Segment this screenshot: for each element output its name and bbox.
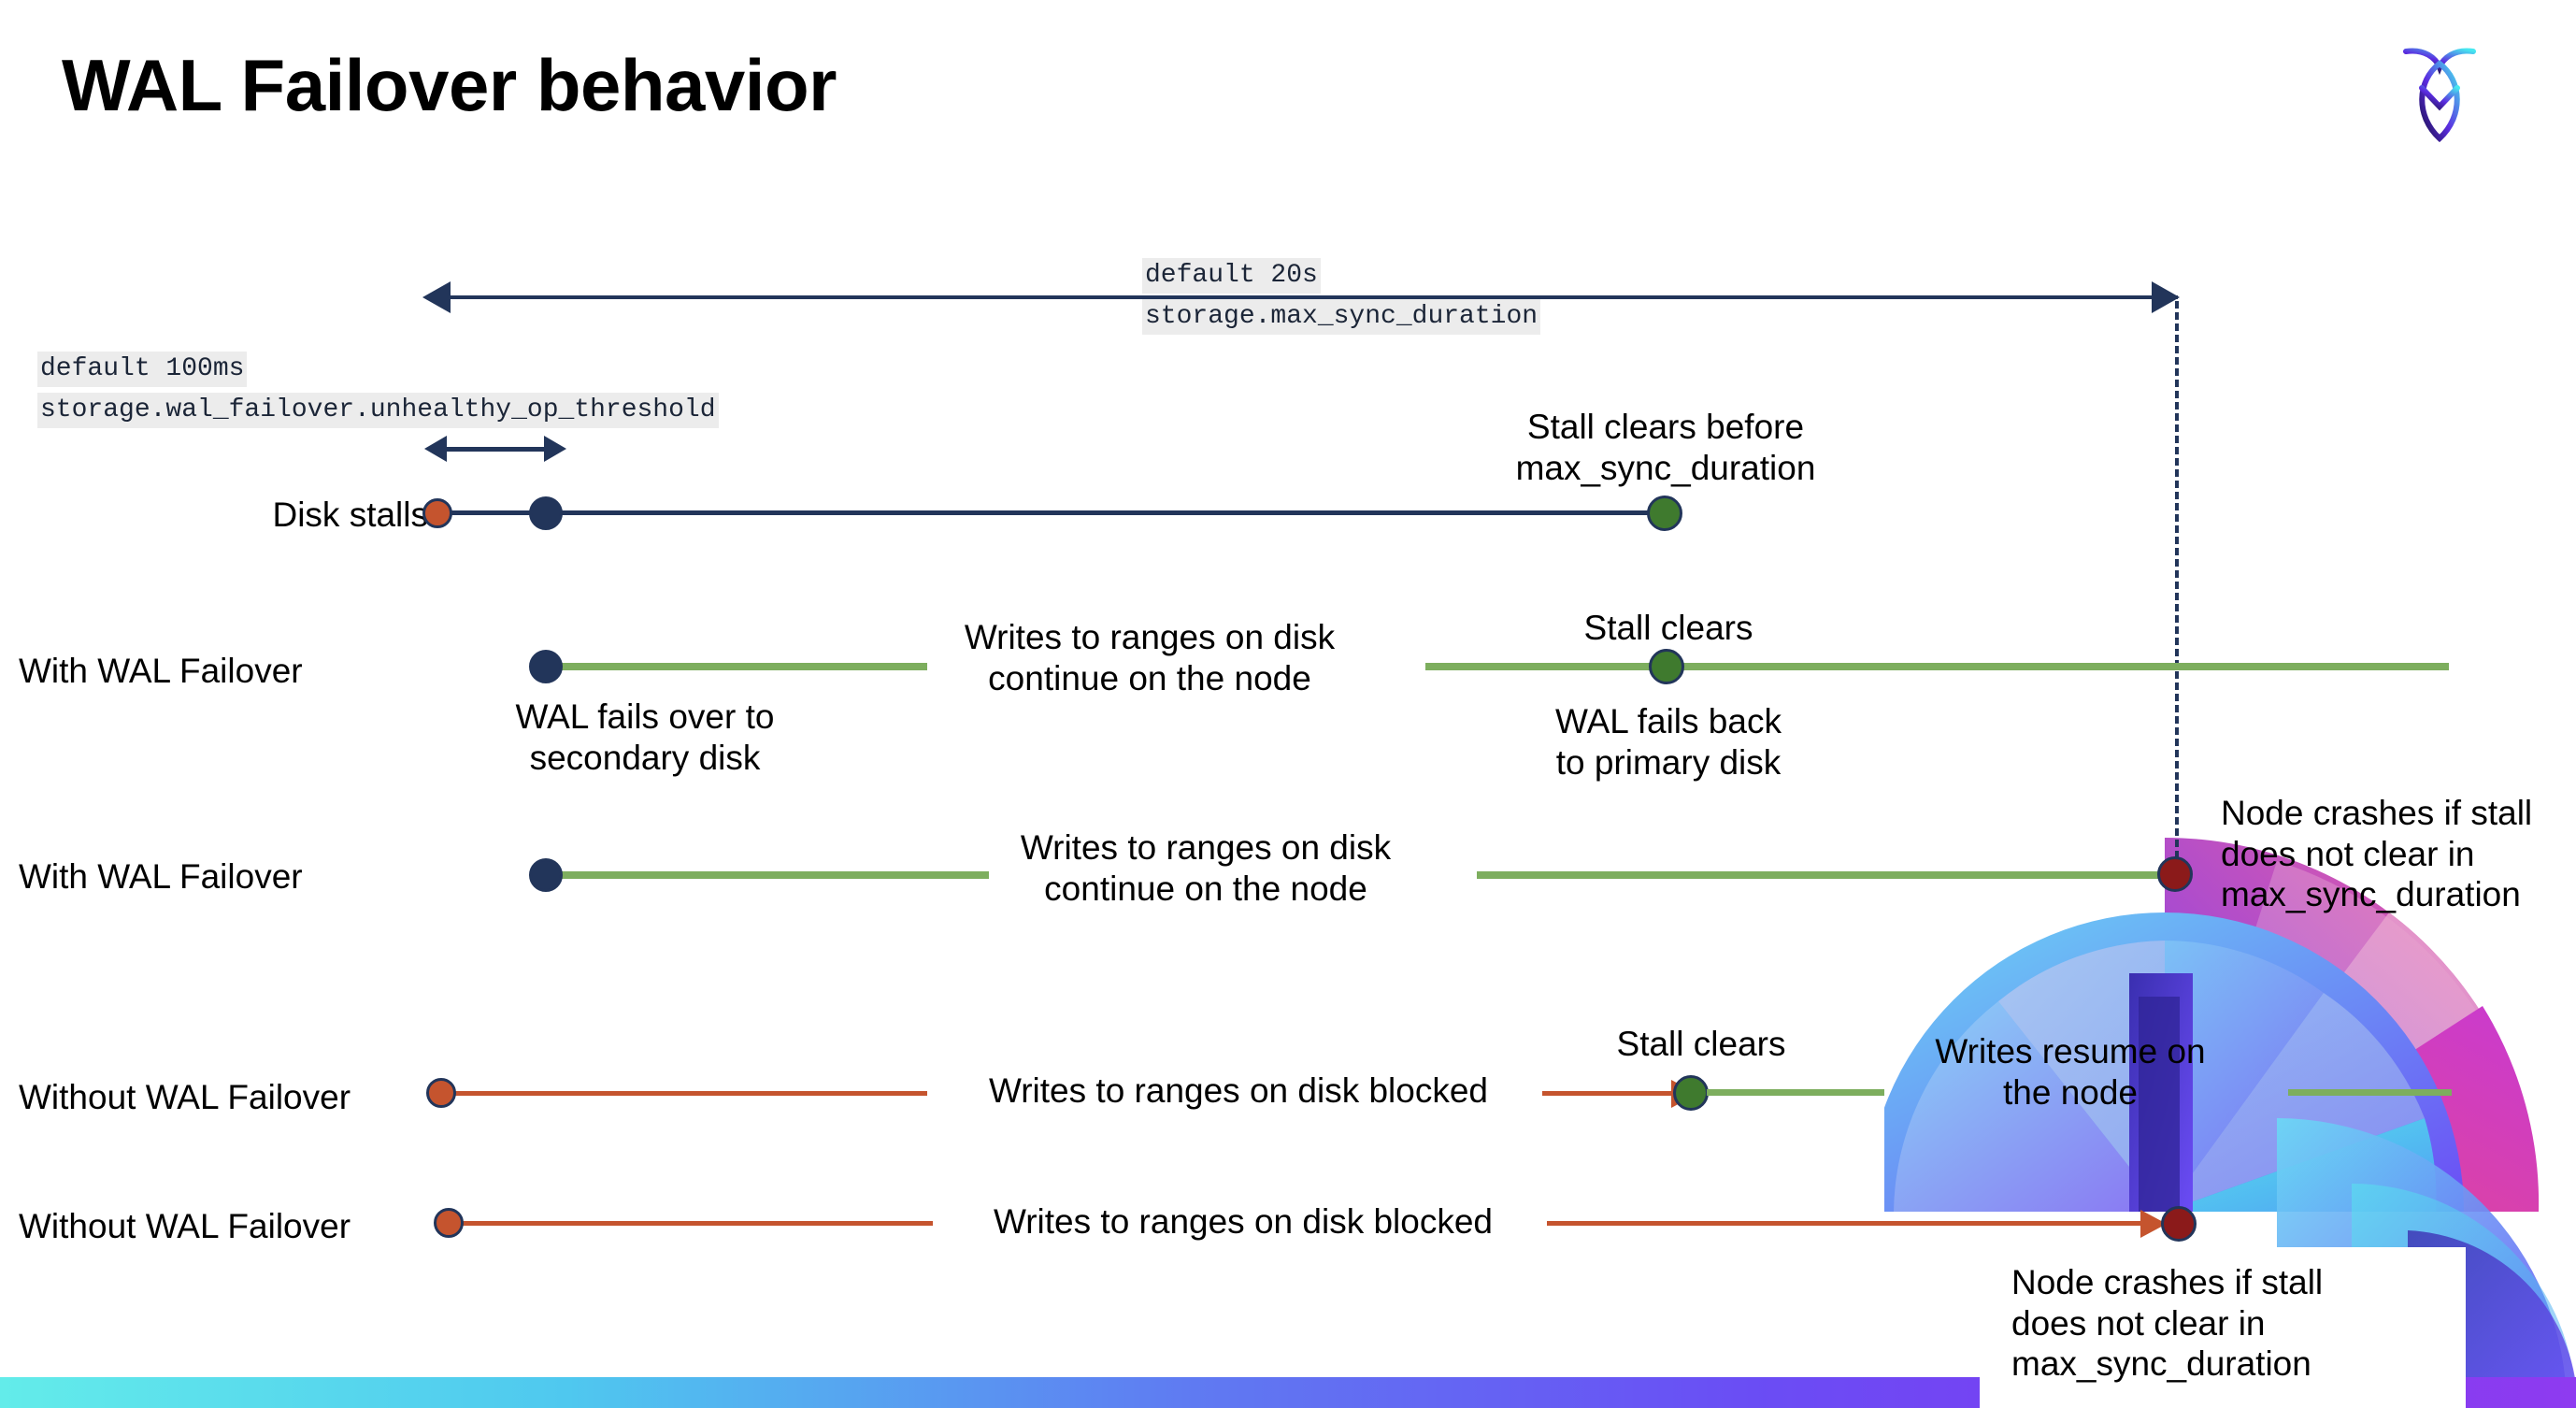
without-wal-failover-1-resume-b xyxy=(2288,1089,2452,1096)
with-wal-failover-1-segment-a xyxy=(542,663,927,670)
without-wal-failover-1-resume-a xyxy=(1707,1089,1884,1096)
note-writes-continue-2: Writes to ranges on disk continue on the… xyxy=(1020,828,1392,908)
row-label-without-wal-failover-2: Without WAL Failover xyxy=(19,1207,351,1245)
note-wal-fails-over: WAL fails over to secondary disk xyxy=(515,697,775,777)
unhealthy-op-default-label: default 100ms xyxy=(37,352,248,387)
note-writes-blocked-1: Writes to ranges on disk blocked xyxy=(988,1071,1489,1110)
without-wal-failover-1-clear-dot xyxy=(1673,1075,1709,1111)
without-wal-failover-1-start-dot xyxy=(426,1078,456,1108)
note-stall-clears-1: Stall clears xyxy=(1583,609,1753,647)
unhealthy-op-span-line xyxy=(441,447,553,452)
with-wal-failover-2-crash-dot xyxy=(2157,856,2193,892)
unhealthy-op-setting-label: storage.wal_failover.unhealthy_op_thresh… xyxy=(37,393,719,428)
note-node-crashes-2: Node crashes if stall does not clear in … xyxy=(2011,1263,2324,1384)
without-wal-failover-2-blocked-b xyxy=(1547,1221,2168,1226)
with-wal-failover-2-segment-b xyxy=(1477,871,2176,879)
note-stall-clears-before: Stall clears before max_sync_duration xyxy=(1515,408,1816,487)
without-wal-failover-2-crash-dot xyxy=(2161,1206,2197,1242)
unhealthy-op-right-arrowhead xyxy=(544,436,566,462)
max-sync-duration-dashed-guide xyxy=(2175,301,2179,881)
note-writes-resume: Writes resume on the node xyxy=(1935,1032,2206,1112)
unhealthy-op-left-arrowhead xyxy=(424,436,447,462)
without-wal-failover-1-blocked-a xyxy=(451,1091,927,1096)
disk-stalls-clear-dot xyxy=(1647,496,1682,531)
note-wal-fails-back: WAL fails back to primary disk xyxy=(1555,702,1782,782)
without-wal-failover-2-start-dot xyxy=(434,1208,464,1238)
with-wal-failover-1-segment-b xyxy=(1425,663,2449,670)
max-sync-setting-label: storage.max_sync_duration xyxy=(1142,299,1541,335)
row-label-with-wal-failover-1: With WAL Failover xyxy=(19,652,303,690)
with-wal-failover-1-failover-dot xyxy=(529,650,563,683)
note-node-crashes-1: Node crashes if stall does not clear in … xyxy=(2221,794,2533,914)
without-wal-failover-1-blocked-b xyxy=(1542,1091,1673,1096)
disk-stalls-start-dot xyxy=(422,498,452,528)
note-stall-clears-2: Stall clears xyxy=(1616,1025,1786,1063)
note-writes-blocked-2: Writes to ranges on disk blocked xyxy=(993,1202,1494,1241)
page-title: WAL Failover behavior xyxy=(62,44,837,126)
row-label-disk-stalls: Disk stalls xyxy=(272,496,428,534)
row-label-with-wal-failover-2: With WAL Failover xyxy=(19,857,303,896)
row-label-without-wal-failover-1: Without WAL Failover xyxy=(19,1078,351,1116)
disk-stalls-failover-dot xyxy=(529,496,563,530)
disk-stalls-timeline xyxy=(437,510,1673,515)
note-writes-continue-1: Writes to ranges on disk continue on the… xyxy=(964,618,1336,697)
max-sync-default-label: default 20s xyxy=(1142,258,1321,294)
node-crashes-callout-box xyxy=(1980,1247,2466,1408)
cockroach-labs-logo-icon xyxy=(2403,48,2476,143)
max-sync-left-arrowhead xyxy=(422,281,451,313)
max-sync-duration-span-line xyxy=(439,295,2178,299)
with-wal-failover-2-segment-a xyxy=(542,871,989,879)
without-wal-failover-2-blocked-a xyxy=(458,1221,933,1226)
with-wal-failover-2-failover-dot xyxy=(529,858,563,892)
with-wal-failover-1-clear-dot xyxy=(1649,649,1684,684)
